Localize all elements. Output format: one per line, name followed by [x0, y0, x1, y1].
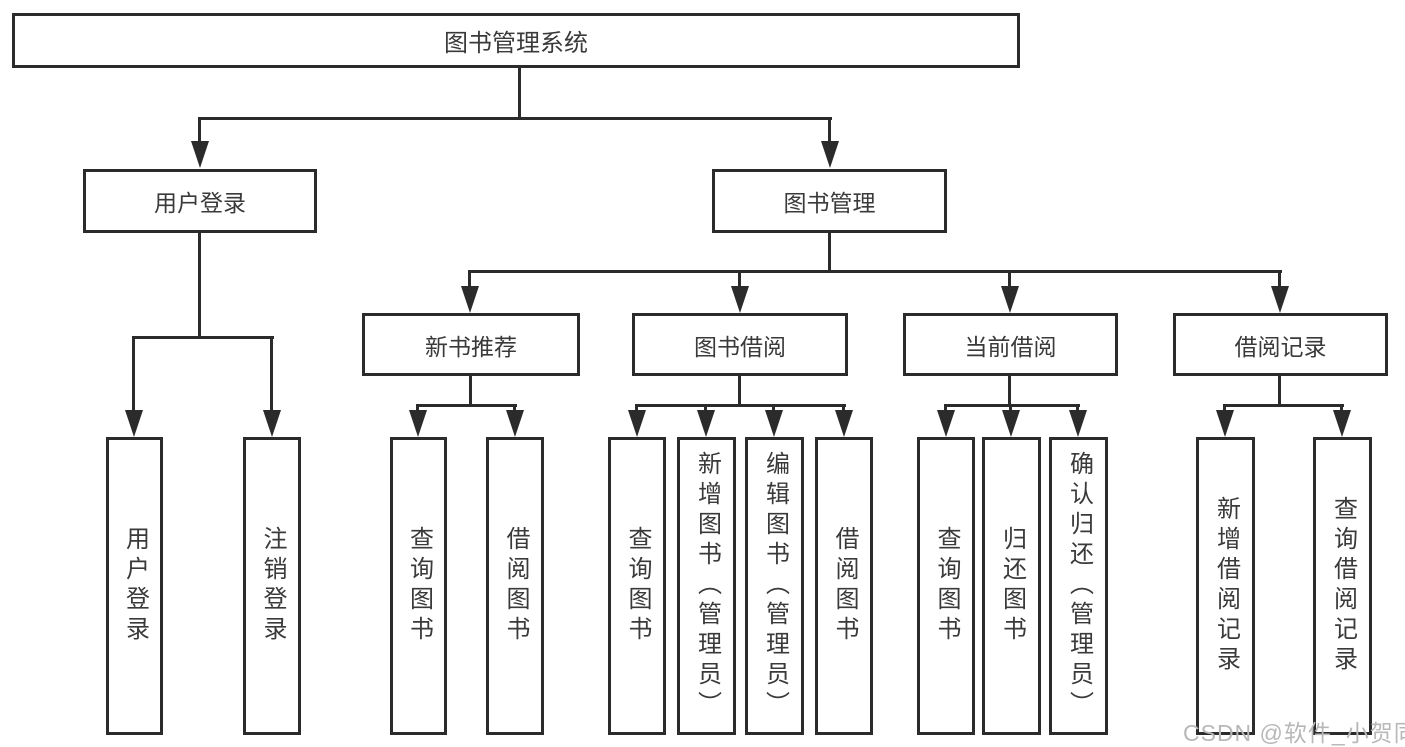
arrow-to-leaf-logout [263, 410, 281, 437]
connector-to-query-book-3-stem [944, 404, 947, 412]
leaf-logout-login: 注销登录 [243, 437, 301, 735]
node-book-management: 图书管理 [712, 169, 947, 233]
connector-to-edit-book-stem [772, 404, 775, 412]
connector-to-leaf-user-login-stem [132, 336, 135, 412]
node-user-login: 用户登录 [83, 169, 317, 233]
leaf-user-login: 用户登录 [106, 437, 163, 735]
leaf-query-book-borrow: 查询图书 [608, 437, 666, 735]
connector-book-borrow-hline [635, 404, 846, 407]
connector-level3-hline [468, 270, 1282, 273]
connector-to-query-book-1-stem [416, 404, 419, 412]
node-current-borrow: 当前借阅 [903, 313, 1118, 376]
node-book-borrow: 图书借阅 [632, 313, 848, 376]
leaf-return-book: 归还图书 [982, 437, 1041, 735]
connector-to-query-book-2-stem [635, 404, 638, 412]
connector-to-book-management-stem [828, 117, 831, 142]
connector-current-borrow-stem [1008, 376, 1011, 407]
connector-new-book-stem [469, 376, 472, 407]
arrow-to-query-record [1333, 410, 1351, 437]
connector-to-query-record-stem [1340, 404, 1343, 412]
connector-to-return-book-stem [1009, 404, 1012, 412]
leaf-add-borrow-record: 新增借阅记录 [1196, 437, 1255, 735]
connector-borrow-record-hline [1223, 404, 1344, 407]
arrow-to-edit-book [765, 410, 783, 437]
arrow-to-return-book [1002, 410, 1020, 437]
arrow-to-borrow-book-1 [506, 410, 524, 437]
connector-to-book-borrow-stem [738, 270, 741, 288]
arrow-to-book-borrow [731, 286, 749, 313]
leaf-query-book-newbook: 查询图书 [390, 437, 447, 735]
arrow-to-query-book-2 [628, 410, 646, 437]
arrow-to-leaf-user-login [125, 410, 143, 437]
connector-level1-hline [198, 117, 832, 120]
arrow-to-query-book-1 [409, 410, 427, 437]
arrow-to-query-book-3 [937, 410, 955, 437]
connector-to-user-login-stem [198, 117, 201, 142]
leaf-edit-book-admin: 编辑图书（管理员） [745, 437, 804, 735]
arrow-to-new-book [461, 286, 479, 313]
arrow-to-add-record [1216, 410, 1234, 437]
node-borrow-record: 借阅记录 [1173, 313, 1388, 376]
connector-to-current-borrow-stem [1008, 270, 1011, 288]
arrow-to-borrow-book-2 [835, 410, 853, 437]
csdn-watermark: CSDN @软件_小贺同学 [1183, 720, 1405, 746]
connector-book-borrow-stem [738, 376, 741, 407]
leaf-add-book-admin: 新增图书（管理员） [677, 437, 736, 735]
leaf-borrow-book-borrow: 借阅图书 [815, 437, 873, 735]
leaf-confirm-return-admin: 确认归还（管理员） [1049, 437, 1108, 735]
connector-root-stem [518, 68, 521, 118]
leaf-query-borrow-record: 查询借阅记录 [1313, 437, 1372, 735]
connector-to-borrow-book-2-stem [842, 404, 845, 412]
arrow-to-current-borrow [1001, 286, 1019, 313]
node-library-management-system: 图书管理系统 [12, 13, 1020, 68]
node-new-book-recommend: 新书推荐 [362, 313, 580, 376]
arrow-to-book-management [821, 141, 839, 168]
connector-user-login-stem [198, 233, 201, 338]
connector-user-login-hline [132, 336, 274, 339]
connector-borrow-record-stem [1278, 376, 1281, 407]
leaf-query-book-current: 查询图书 [917, 437, 975, 735]
connector-new-book-hline [416, 404, 517, 407]
connector-to-borrow-book-1-stem [513, 404, 516, 412]
connector-current-borrow-hline [944, 404, 1080, 407]
connector-to-borrow-record-stem [1278, 270, 1281, 288]
arrow-to-add-book [697, 410, 715, 437]
connector-to-confirm-return-stem [1076, 404, 1079, 412]
arrow-to-confirm-return [1069, 410, 1087, 437]
connector-book-management-stem [828, 233, 831, 273]
connector-to-new-book-stem [468, 270, 471, 288]
arrow-to-borrow-record [1271, 286, 1289, 313]
connector-to-add-record-stem [1223, 404, 1226, 412]
leaf-borrow-book-newbook: 借阅图书 [486, 437, 544, 735]
arrow-to-user-login [191, 141, 209, 168]
connector-to-leaf-logout-stem [270, 336, 273, 412]
connector-to-add-book-stem [704, 404, 707, 412]
